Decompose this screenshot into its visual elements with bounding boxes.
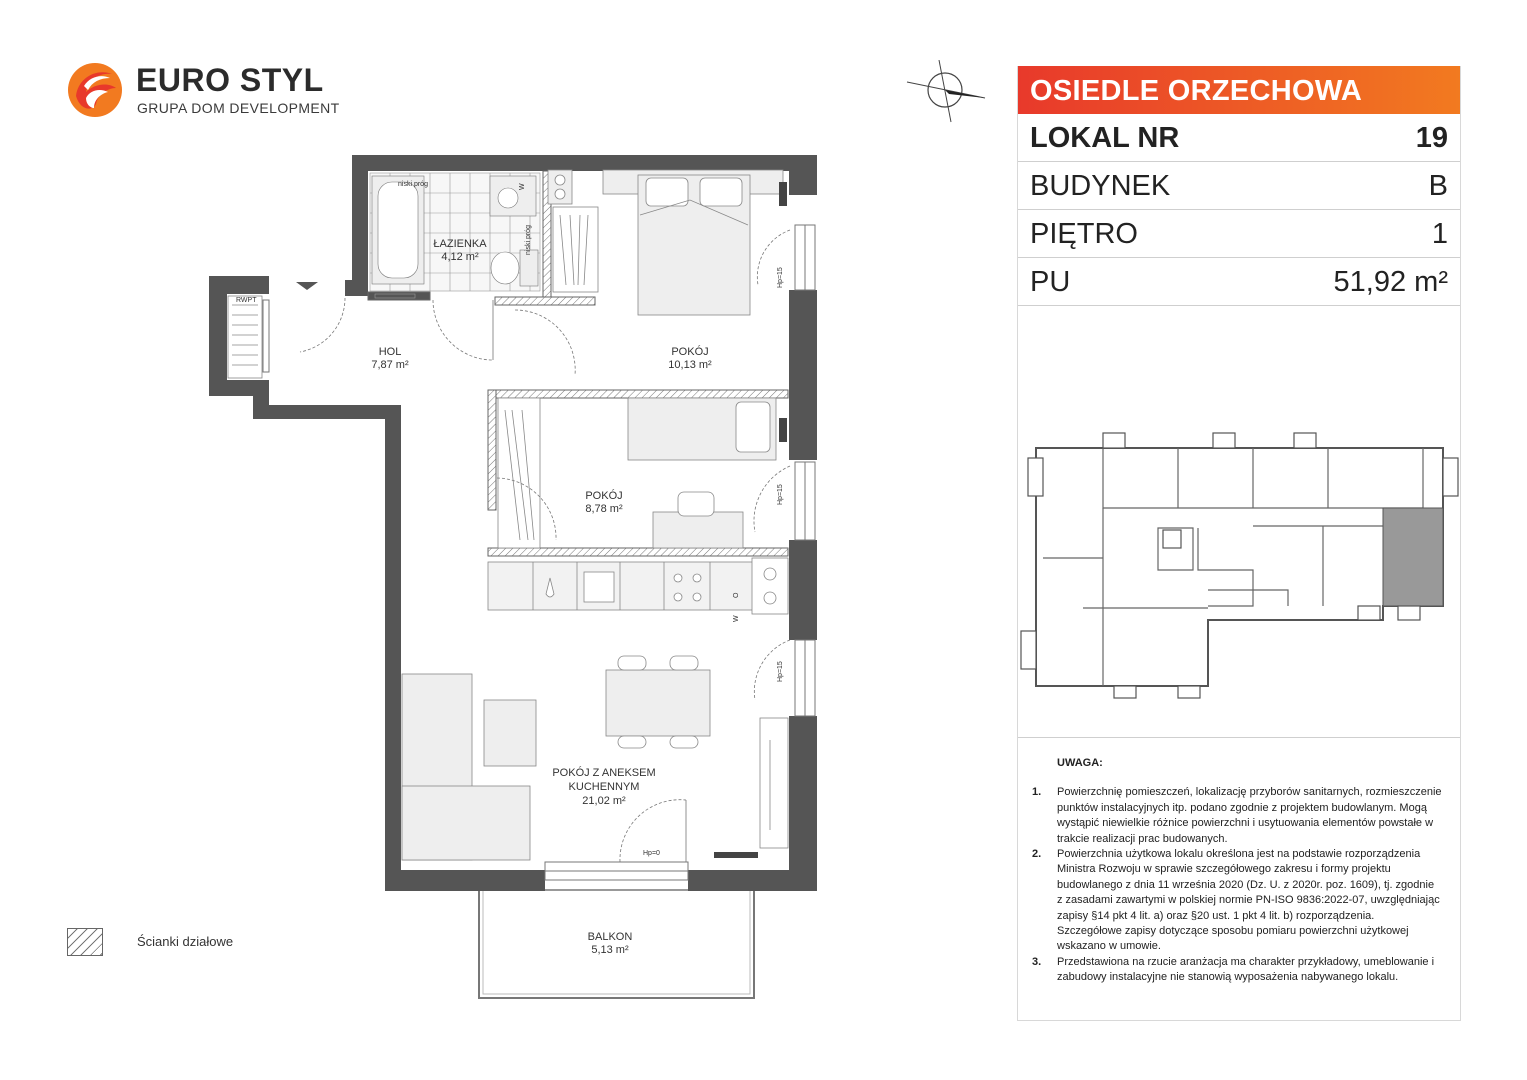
info-row-floor: PIĘTRO 1 <box>1018 210 1460 258</box>
info-panel: OSIEDLE ORZECHOWA LOKAL NR 19 BUDYNEK B … <box>1017 66 1461 1021</box>
water-point-mark-1: W <box>519 183 526 190</box>
living-area: 21,02 m² <box>582 795 626 807</box>
building-value: B <box>1428 170 1448 202</box>
note-text: Przedstawiona na rzucie aranżacja ma cha… <box>1057 955 1435 984</box>
door-swings <box>299 229 791 863</box>
low-threshold-mark-2: niski próg <box>525 225 532 255</box>
bedroom1-name: POKÓJ <box>671 345 708 358</box>
sill-height-mark-balcony: Hp=0 <box>643 850 660 857</box>
hatch-swatch <box>67 928 103 956</box>
water-point-mark-2: W <box>733 615 740 622</box>
building-key-plan <box>1020 432 1459 699</box>
brand-subtitle: GRUPA DOM DEVELOPMENT <box>137 100 340 116</box>
key-plan <box>1018 308 1460 738</box>
info-row-building: BUDYNEK B <box>1018 162 1460 210</box>
note-item: 2. Powierzchnia użytkowa lokalu określon… <box>1032 847 1442 955</box>
hall-area: 7,87 m² <box>371 359 409 371</box>
note-text: Powierzchnię pomieszczeń, lokalizację pr… <box>1057 786 1442 845</box>
hall-name: HOL <box>379 346 402 358</box>
windows <box>262 224 816 881</box>
floor-value: 1 <box>1431 218 1448 250</box>
bathroom-area: 4,12 m² <box>441 251 479 263</box>
bedroom1-furniture <box>602 169 787 316</box>
balcony-name: BALKON <box>588 931 633 943</box>
bedroom1-area: 10,13 m² <box>668 359 712 371</box>
area-value: 51,92 m² <box>1333 266 1448 298</box>
sill-height-mark-1: Hp=15 <box>777 267 784 288</box>
estate-title: OSIEDLE ORZECHOWA <box>1018 66 1460 114</box>
living-furniture <box>401 655 789 861</box>
unit-value: 19 <box>1415 122 1448 154</box>
balcony-area: 5,13 m² <box>591 944 629 956</box>
building-label: BUDYNEK <box>1030 170 1171 202</box>
notes-title: UWAGA: <box>1057 757 1103 769</box>
living-name-line2: KUCHENNYM <box>569 781 640 793</box>
sill-height-mark-3: Hp=15 <box>777 661 784 682</box>
note-item: 3. Przedstawiona na rzucie aranżacja ma … <box>1032 955 1442 986</box>
legend-label: Ścianki działowe <box>137 934 234 949</box>
north-arrow-icon <box>906 60 986 123</box>
note-number: 3. <box>1032 955 1042 968</box>
notes: UWAGA: 1. Powierzchnię pomieszczeń, loka… <box>1032 756 1442 986</box>
washer-cabinet <box>547 169 599 293</box>
floor-label: PIĘTRO <box>1030 218 1138 250</box>
floor-plan: ŁAZIENKA 4,12 m² HOL 7,87 m² POKÓJ 10,13… <box>209 155 817 999</box>
note-text: Powierzchnia użytkowa lokalu określona j… <box>1057 848 1440 953</box>
info-row-area: PU 51,92 m² <box>1018 258 1460 306</box>
outer-walls <box>209 155 817 891</box>
brand-name: EURO STYL <box>136 62 324 98</box>
balcony <box>478 889 755 999</box>
note-number: 1. <box>1032 786 1042 799</box>
sill-height-mark-2: Hp=15 <box>777 484 784 505</box>
bathroom-fixtures <box>369 172 541 299</box>
brand-logo: EURO STYL GRUPA DOM DEVELOPMENT <box>64 58 344 122</box>
area-label: PU <box>1030 266 1071 298</box>
bedroom2-name: POKÓJ <box>585 489 622 502</box>
drain-point-mark: O <box>733 592 740 598</box>
unit-label: LOKAL NR <box>1030 122 1180 154</box>
rwpt-mark: RWPT <box>236 297 257 304</box>
logo-flame-icon <box>68 63 122 117</box>
kitchen-counter <box>487 557 789 615</box>
bedroom2-furniture <box>497 397 787 549</box>
bathroom-name: ŁAZIENKA <box>433 238 487 250</box>
living-name-line1: POKÓJ Z ANEKSEM <box>552 766 655 779</box>
info-row-unit: LOKAL NR 19 <box>1018 114 1460 162</box>
note-number: 2. <box>1032 848 1042 861</box>
low-threshold-mark: niski próg <box>398 181 428 188</box>
bedroom2-area: 8,78 m² <box>585 503 623 515</box>
note-item: 1. Powierzchnię pomieszczeń, lokalizację… <box>1032 785 1442 847</box>
hall-wardrobe <box>227 282 318 379</box>
